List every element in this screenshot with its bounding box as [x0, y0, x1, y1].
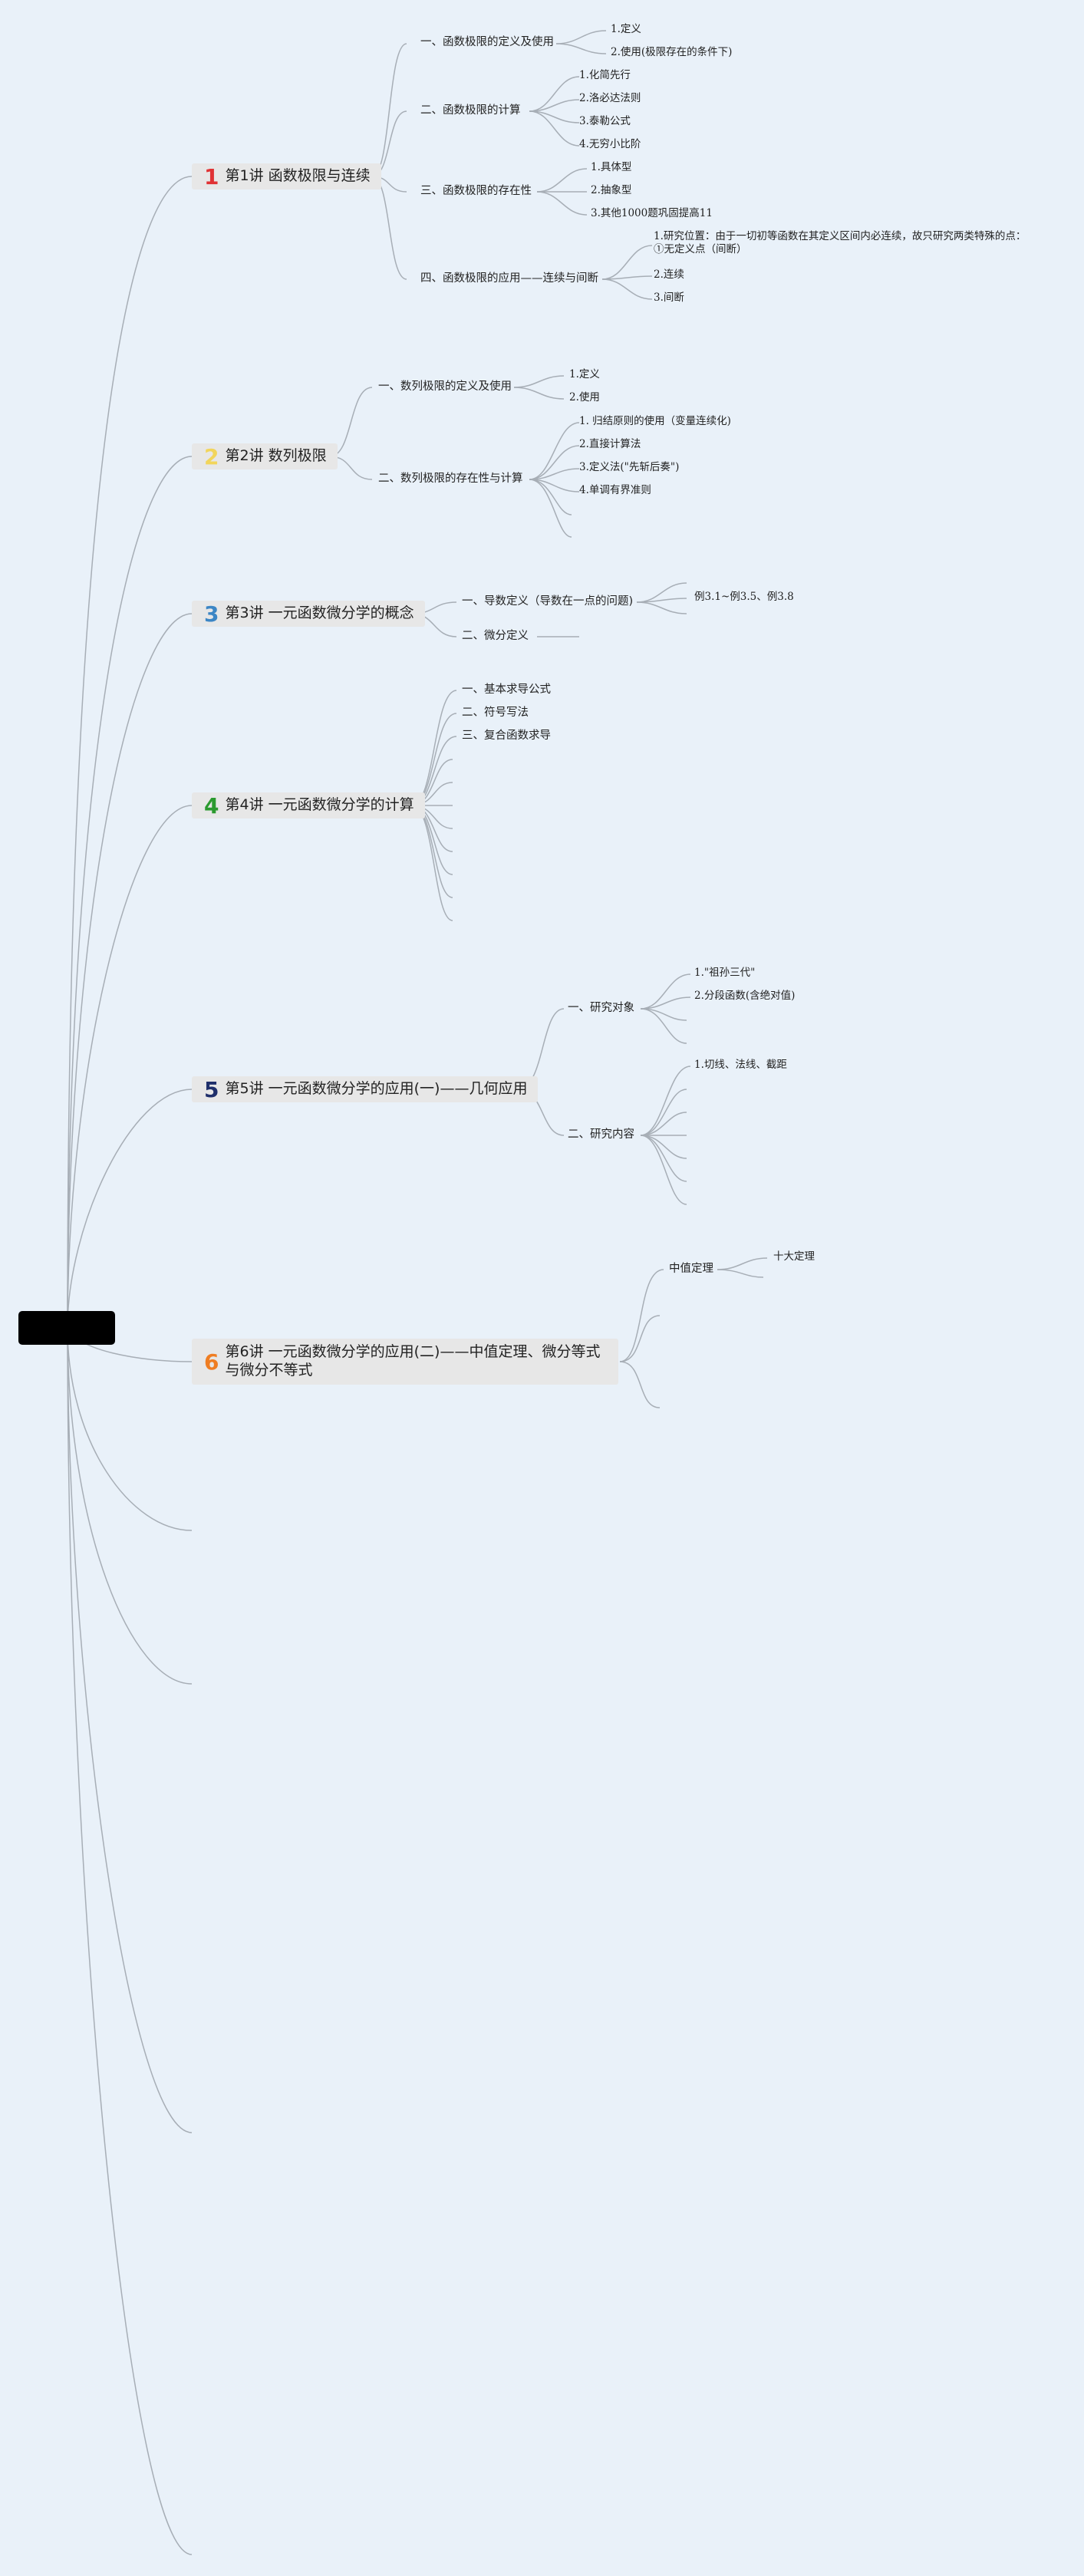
lecture-1-section-3[interactable]: 三、函数极限的存在性: [420, 185, 532, 197]
lecture-3-title: 第3讲 一元函数微分学的概念: [225, 604, 414, 622]
lecture-2-section-2-item-2[interactable]: 2.直接计算法: [579, 438, 641, 450]
lecture-2-section-1-item-1[interactable]: 1.定义: [569, 368, 600, 380]
lecture-4-section-2[interactable]: 二、符号写法: [462, 707, 529, 719]
lecture-1-section-3-item-2[interactable]: 2.抽象型: [591, 184, 632, 196]
lecture-3-section-2[interactable]: 二、微分定义: [462, 630, 529, 642]
lecture-1-section-1-item-2[interactable]: 2.使用(极限存在的条件下): [611, 46, 733, 58]
lecture-1-number: 1: [204, 163, 219, 189]
lecture-3-section-1-item-1[interactable]: 例3.1~例3.5、例3.8: [694, 591, 794, 603]
lecture-5-section-1-item-2[interactable]: 2.分段函数(含绝对值): [694, 990, 796, 1002]
lecture-6-section-1-item-1[interactable]: 十大定理: [773, 1250, 815, 1263]
lecture-6-node[interactable]: 6 第6讲 一元函数微分学的应用(二)——中值定理、微分等式与微分不等式: [192, 1339, 618, 1385]
lecture-5-title: 第5讲 一元函数微分学的应用(一)——几何应用: [225, 1080, 528, 1098]
lecture-1-section-2-item-2[interactable]: 2.洛必达法则: [579, 92, 641, 104]
lecture-1-section-4-item-2[interactable]: 2.连续: [654, 268, 684, 281]
lecture-3-number: 3: [204, 601, 219, 627]
lecture-3-node[interactable]: 3 第3讲 一元函数微分学的概念: [192, 601, 425, 627]
lecture-5-node[interactable]: 5 第5讲 一元函数微分学的应用(一)——几何应用: [192, 1076, 539, 1102]
lecture-1-node[interactable]: 1 第1讲 函数极限与连续: [192, 163, 381, 189]
lecture-1-section-4-item-1[interactable]: 1.研究位置：由于一切初等函数在其定义区间内必连续，故只研究两类特殊的点：①无定…: [654, 230, 1026, 255]
lecture-4-title: 第4讲 一元函数微分学的计算: [225, 796, 414, 814]
lecture-4-number: 4: [204, 792, 219, 819]
root-node[interactable]: [18, 1311, 115, 1345]
lecture-1-section-2-item-4[interactable]: 4.无穷小比阶: [579, 138, 641, 150]
lecture-5-section-1[interactable]: 一、研究对象: [568, 1002, 634, 1014]
lecture-1-section-3-item-1[interactable]: 1.具体型: [591, 161, 632, 173]
lecture-1-section-2-item-1[interactable]: 1.化简先行: [579, 69, 631, 81]
lecture-2-section-2-item-1[interactable]: 1. 归结原则的使用（变量连续化): [579, 415, 731, 427]
lecture-4-section-1[interactable]: 一、基本求导公式: [462, 684, 551, 696]
lecture-2-section-2-item-3[interactable]: 3.定义法("先斩后奏"): [579, 461, 680, 473]
lecture-5-section-2[interactable]: 二、研究内容: [568, 1128, 634, 1141]
lecture-6-section-1[interactable]: 中值定理: [669, 1263, 713, 1275]
lecture-1-section-3-item-3[interactable]: 3.其他1000题巩固提高11: [591, 207, 713, 219]
lecture-1-section-1[interactable]: 一、函数极限的定义及使用: [420, 36, 554, 48]
lecture-1-section-4[interactable]: 四、函数极限的应用——连续与间断: [420, 272, 598, 285]
lecture-1-title: 第1讲 函数极限与连续: [225, 167, 371, 185]
lecture-2-section-2-item-4[interactable]: 4.单调有界准则: [579, 484, 651, 496]
lecture-2-title: 第2讲 数列极限: [225, 447, 327, 465]
lecture-2-section-2[interactable]: 二、数列极限的存在性与计算: [378, 473, 523, 485]
lecture-1-section-4-item-3[interactable]: 3.间断: [654, 292, 684, 304]
lecture-2-section-1-item-2[interactable]: 2.使用: [569, 391, 600, 404]
lecture-2-number: 2: [204, 443, 219, 469]
lecture-5-number: 5: [204, 1076, 219, 1102]
lecture-4-node[interactable]: 4 第4讲 一元函数微分学的计算: [192, 792, 425, 819]
lecture-1-section-2[interactable]: 二、函数极限的计算: [420, 104, 521, 117]
lecture-5-section-1-item-1[interactable]: 1."祖孙三代": [694, 967, 756, 979]
lecture-1-section-2-item-3[interactable]: 3.泰勒公式: [579, 115, 631, 127]
lecture-5-section-2-item-1[interactable]: 1.切线、法线、截距: [694, 1059, 787, 1071]
lecture-1-section-1-item-1[interactable]: 1.定义: [611, 23, 641, 35]
lecture-2-node[interactable]: 2 第2讲 数列极限: [192, 443, 338, 469]
lecture-6-number: 6: [204, 1349, 219, 1375]
lecture-2-section-1[interactable]: 一、数列极限的定义及使用: [378, 380, 512, 393]
lecture-4-section-3[interactable]: 三、复合函数求导: [462, 730, 551, 742]
lecture-3-section-1[interactable]: 一、导数定义（导数在一点的问题): [462, 595, 634, 608]
lecture-6-title: 第6讲 一元函数微分学的应用(二)——中值定理、微分等式与微分不等式: [225, 1343, 601, 1379]
